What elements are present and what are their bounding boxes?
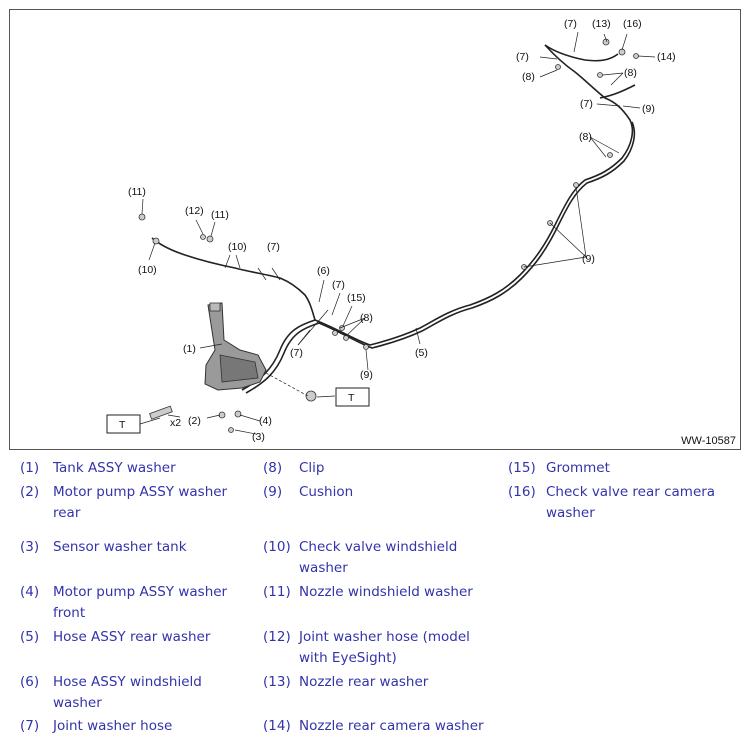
callout-9c: (9) xyxy=(642,103,655,115)
callout-4: (4) xyxy=(259,415,272,427)
legend-num: (2) xyxy=(20,484,40,500)
callout-14: (14) xyxy=(657,51,676,63)
legend-text: Grommet xyxy=(546,460,610,476)
legend-text: Nozzle rear washer xyxy=(299,674,429,690)
legend-text: Clip xyxy=(299,460,325,476)
callout-12: (12) xyxy=(185,205,204,217)
legend-num: (9) xyxy=(263,484,283,500)
figure-id: WW-10587 xyxy=(681,435,736,447)
callout-labels: (1) (2) (3) (4) (5) (6) (7) (7) (7) (7) … xyxy=(128,18,676,443)
legend-num: (3) xyxy=(20,539,40,555)
callout-6: (6) xyxy=(317,265,330,277)
callout-8b: (8) xyxy=(579,131,592,143)
leader-lines xyxy=(141,31,656,435)
legend-num: (13) xyxy=(263,674,291,690)
legend-text: Check valve rear camera washer xyxy=(546,484,716,521)
legend-num: (12) xyxy=(263,629,291,645)
callout-2: (2) xyxy=(188,415,201,427)
legend-num: (14) xyxy=(263,718,291,734)
callout-7f: (7) xyxy=(580,98,593,110)
hose-lines xyxy=(151,44,636,394)
callout-8a: (8) xyxy=(360,312,373,324)
legend-text: Sensor washer tank xyxy=(53,539,187,555)
legend-num: (6) xyxy=(20,674,40,690)
callout-13: (13) xyxy=(592,18,611,30)
legend-num: (7) xyxy=(20,718,40,734)
callout-11a: (11) xyxy=(128,186,146,198)
legend-text: Motor pump ASSY washer rear xyxy=(53,484,228,521)
callout-8d: (8) xyxy=(624,67,637,79)
svg-text:T: T xyxy=(348,392,355,404)
diagram-drawing: (1) (2) (3) (4) (5) (6) (7) (7) (7) (7) … xyxy=(106,18,676,443)
callout-7c: (7) xyxy=(267,241,280,253)
legend-text: Motor pump ASSY washer front xyxy=(53,584,228,621)
legend-text: Joint washer hose (model with EyeSight) xyxy=(299,629,470,666)
callout-5: (5) xyxy=(415,347,428,359)
callout-1: (1) xyxy=(183,343,196,355)
legend-num: (1) xyxy=(20,460,40,476)
callout-7b: (7) xyxy=(332,279,345,291)
callout-15: (15) xyxy=(347,292,366,304)
legend-num: (8) xyxy=(263,460,283,476)
legend-num: (16) xyxy=(508,484,536,500)
callout-10a: (10) xyxy=(138,264,157,276)
small-parts xyxy=(138,38,639,433)
legend-text: Cushion xyxy=(299,484,354,500)
legend-text: Check valve windshield washer xyxy=(299,539,458,576)
torque-box-1: T xyxy=(106,414,141,434)
callout-16: (16) xyxy=(623,18,642,30)
legend-num: (10) xyxy=(263,539,291,555)
washer-tank xyxy=(204,302,267,391)
bolt-count: x2 xyxy=(170,417,181,429)
parts-diagram: (1) (2) (3) (4) (5) (6) (7) (7) (7) (7) … xyxy=(9,9,741,450)
callout-11b: (11) xyxy=(211,209,229,221)
legend-text: Hose ASSY windshield washer xyxy=(53,674,202,711)
callout-7e: (7) xyxy=(516,51,529,63)
callout-9b: (9) xyxy=(582,253,595,265)
callout-3: (3) xyxy=(252,431,265,443)
callout-8c: (8) xyxy=(522,71,535,83)
callout-7a: (7) xyxy=(290,347,303,359)
legend-text: Joint washer hose xyxy=(53,718,173,734)
legend-text: Hose ASSY rear washer xyxy=(53,629,211,645)
torque-box-2: T xyxy=(335,387,370,407)
legend-text: Nozzle windshield washer xyxy=(299,584,473,600)
callout-10b: (10) xyxy=(228,241,247,253)
legend-num: (11) xyxy=(263,584,291,600)
legend-num: (5) xyxy=(20,629,40,645)
legend-text: Tank ASSY washer xyxy=(53,460,176,476)
legend-num: (4) xyxy=(20,584,40,600)
legend-text: Nozzle rear camera washer xyxy=(299,718,484,734)
svg-text:T: T xyxy=(119,419,126,431)
callout-7d: (7) xyxy=(564,18,577,30)
legend-num: (15) xyxy=(508,460,536,476)
callout-9a: (9) xyxy=(360,369,373,381)
